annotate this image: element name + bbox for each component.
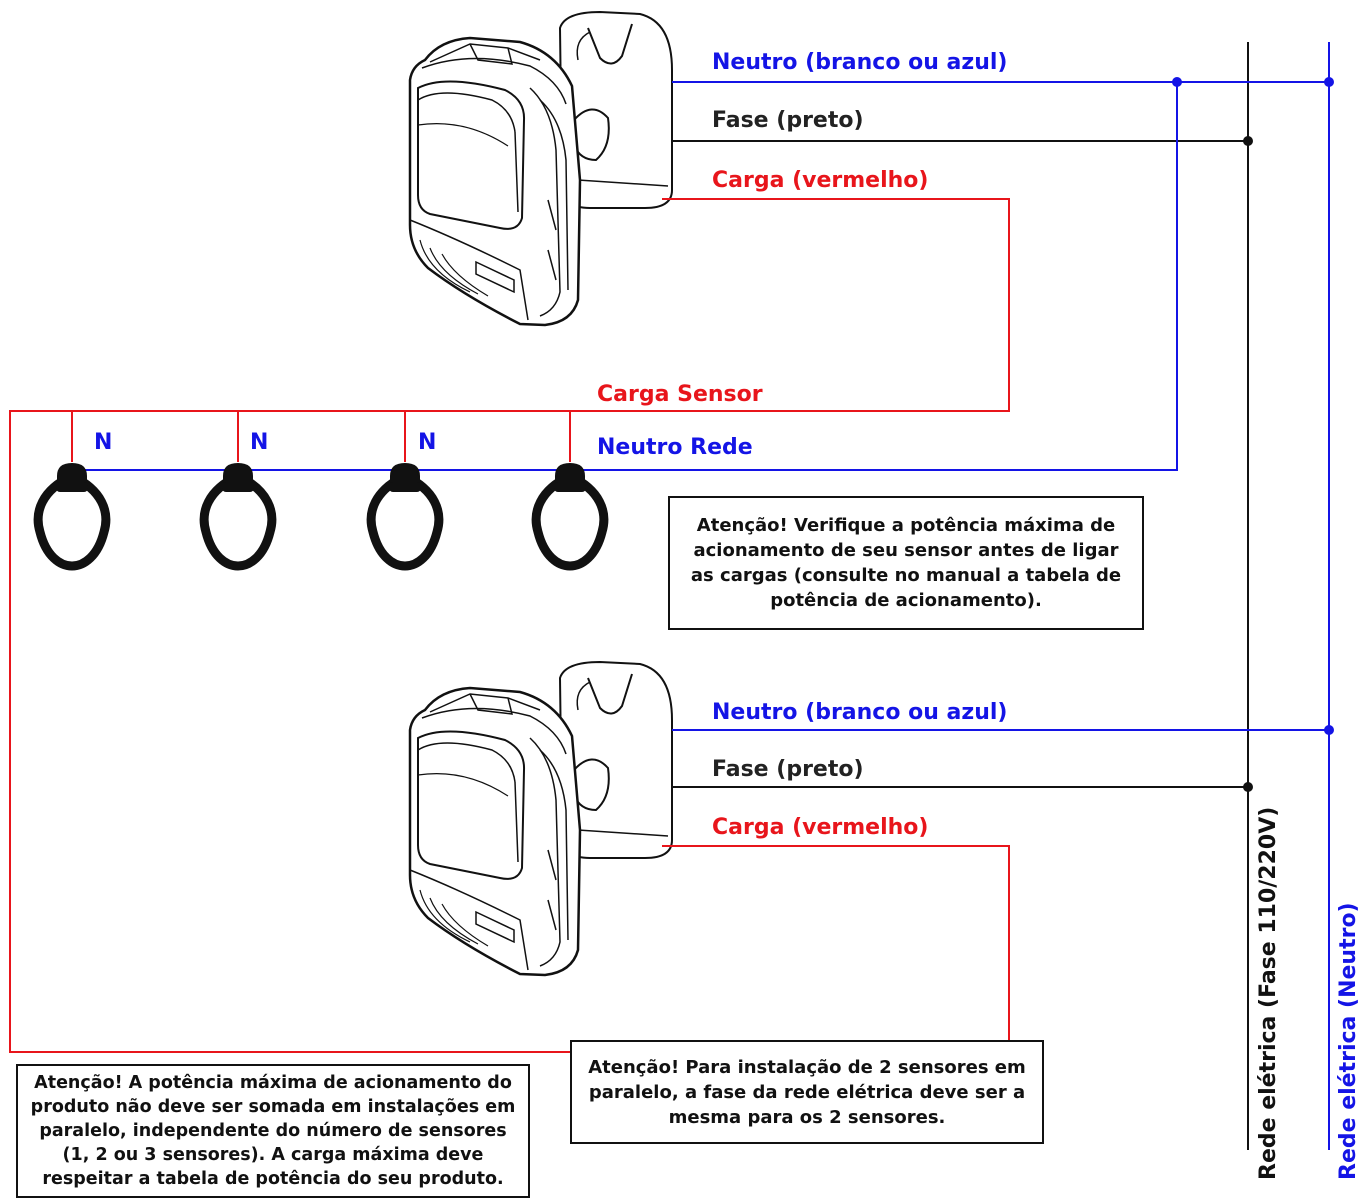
note-max-power-text: Atenção! A potência máxima de acionament… xyxy=(30,1073,516,1189)
note-load-check: Atenção! Verifique a potência máxima de … xyxy=(668,496,1144,630)
sensor2-load-label: Carga (vermelho) xyxy=(712,815,928,840)
motion-sensor-2 xyxy=(408,660,674,977)
sensor1-load-wire xyxy=(9,198,1010,1053)
lamp-neutral-tag: N xyxy=(418,430,436,455)
sensor1-load-label: Carga (vermelho) xyxy=(712,168,928,193)
junction-dot xyxy=(1324,77,1334,87)
junction-dot xyxy=(1243,136,1253,146)
lamp-icon xyxy=(371,464,439,566)
load-sensor-label: Carga Sensor xyxy=(597,382,763,407)
sensor2-phase-label: Fase (preto) xyxy=(712,757,864,782)
lamp-icon xyxy=(536,464,604,566)
sensor2-neutral-label: Neutro (branco ou azul) xyxy=(712,700,1007,725)
grid-phase-label: Rede elétrica (Fase 110/220V) xyxy=(1256,806,1281,1180)
note-same-phase: Atenção! Para instalação de 2 sensores e… xyxy=(570,1040,1044,1144)
grid-neutral-label: Rede elétrica (Neutro) xyxy=(1336,902,1361,1180)
neutral-bus-wire xyxy=(70,82,1178,471)
sensor1-phase-label: Fase (preto) xyxy=(712,108,864,133)
neutral-grid-label: Neutro Rede xyxy=(597,435,753,460)
note-max-power: Atenção! A potência máxima de acionament… xyxy=(16,1064,530,1198)
junction-dot xyxy=(1243,782,1253,792)
motion-sensor-1 xyxy=(408,10,674,327)
lamp-icon xyxy=(204,464,272,566)
junction-dot xyxy=(1172,77,1182,87)
lamp-neutral-tag: N xyxy=(250,430,268,455)
note-load-check-text: Atenção! Verifique a potência máxima de … xyxy=(690,515,1122,611)
lamp-neutral-tag: N xyxy=(94,430,112,455)
junction-dot xyxy=(1324,725,1334,735)
lamp-icon xyxy=(38,464,106,566)
note-same-phase-text: Atenção! Para instalação de 2 sensores e… xyxy=(588,1056,1026,1128)
sensor1-neutral-label: Neutro (branco ou azul) xyxy=(712,50,1007,75)
